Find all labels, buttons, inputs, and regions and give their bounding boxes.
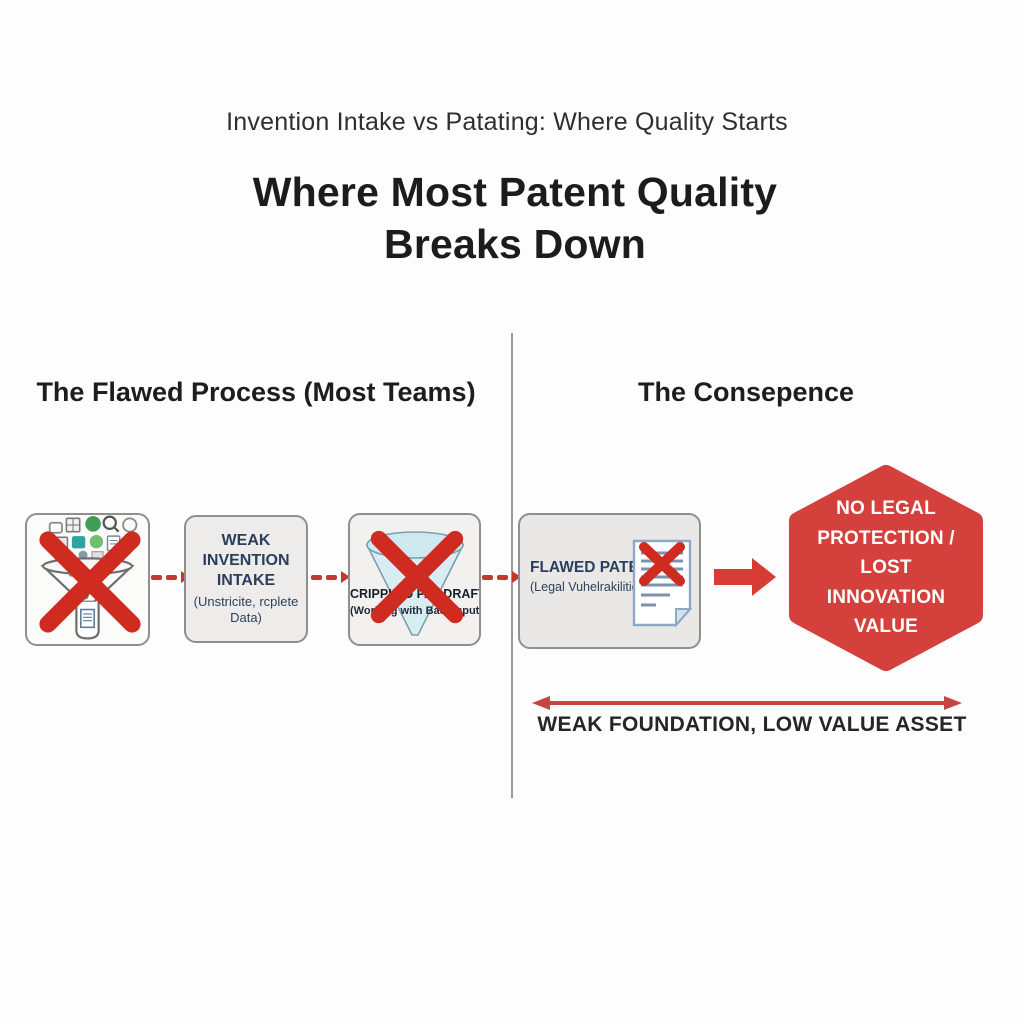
hexagon-shape xyxy=(789,465,983,671)
weak-intake-subtitle: (Unstricite, rcplete Data) xyxy=(193,594,299,626)
crippled-drafting-subtitle: (Working with Bad Imputs) xyxy=(350,605,481,617)
intake-illustration-box xyxy=(25,513,150,646)
dashed-arrow-icon xyxy=(311,568,350,586)
diagram-title-line2: Breaks Down xyxy=(384,221,646,268)
funnel-cone-icon xyxy=(365,531,465,636)
flawed-patent-text: FLAWED PATENT (Legal Vuhelrakilities) xyxy=(530,559,660,594)
diagram-title-line1: Where Most Patent Quality xyxy=(252,169,778,215)
bottom-caption: WEAK FOUNDATION, LOW VALUE ASSET xyxy=(537,713,967,736)
weak-invention-intake-box: WEAK INVENTION INTAKE (Unstricite, rcple… xyxy=(184,515,308,643)
flawed-patent-subtitle: (Legal Vuhelrakilities) xyxy=(530,580,650,594)
double-headed-arrow-icon xyxy=(532,696,962,710)
weak-intake-title-line2: INVENTION xyxy=(202,551,290,569)
diagram-title: Where Most Patent Quality Breaks Down xyxy=(0,166,1024,270)
weak-intake-title-line3: INTAKE xyxy=(216,571,276,589)
right-section-title: The Consepence xyxy=(637,377,855,407)
vertical-divider xyxy=(511,333,513,798)
dashed-arrow-icon xyxy=(482,568,521,586)
flawed-patent-title: FLAWED PATENT xyxy=(530,559,660,576)
consequence-hexagon: NO LEGAL PROTECTION / LOST INNOVATION VA… xyxy=(786,464,986,672)
flawed-patent-box: FLAWED PATENT (Legal Vuhelrakilities) xyxy=(518,513,701,649)
cluttered-invention-intake-funnel-icon xyxy=(40,515,138,640)
solid-right-arrow-icon xyxy=(714,558,776,596)
crossed-document-icon xyxy=(632,539,693,628)
hexagon-text: NO LEGAL PROTECTION / LOST INNOVATION VA… xyxy=(800,464,972,672)
crippled-drafting-title: CRIPPLED PAT DRAFTING xyxy=(350,587,479,601)
diagram-subtitle: Invention Intake vs Patating: Where Qual… xyxy=(226,108,788,136)
hexagon-text-line2: PROTECTION / LOST xyxy=(817,527,955,579)
hexagon-text-line1: NO LEGAL xyxy=(836,498,936,520)
crippled-drafting-box: CRIPPLED PAT DRAFTING (Working with Bad … xyxy=(348,513,481,646)
left-section-title: The Flawed Process (Most Teams) xyxy=(36,377,476,407)
weak-intake-title-line1: WEAK xyxy=(221,532,271,550)
hexagon-text-line3: INNOVATION VALUE xyxy=(826,586,946,638)
